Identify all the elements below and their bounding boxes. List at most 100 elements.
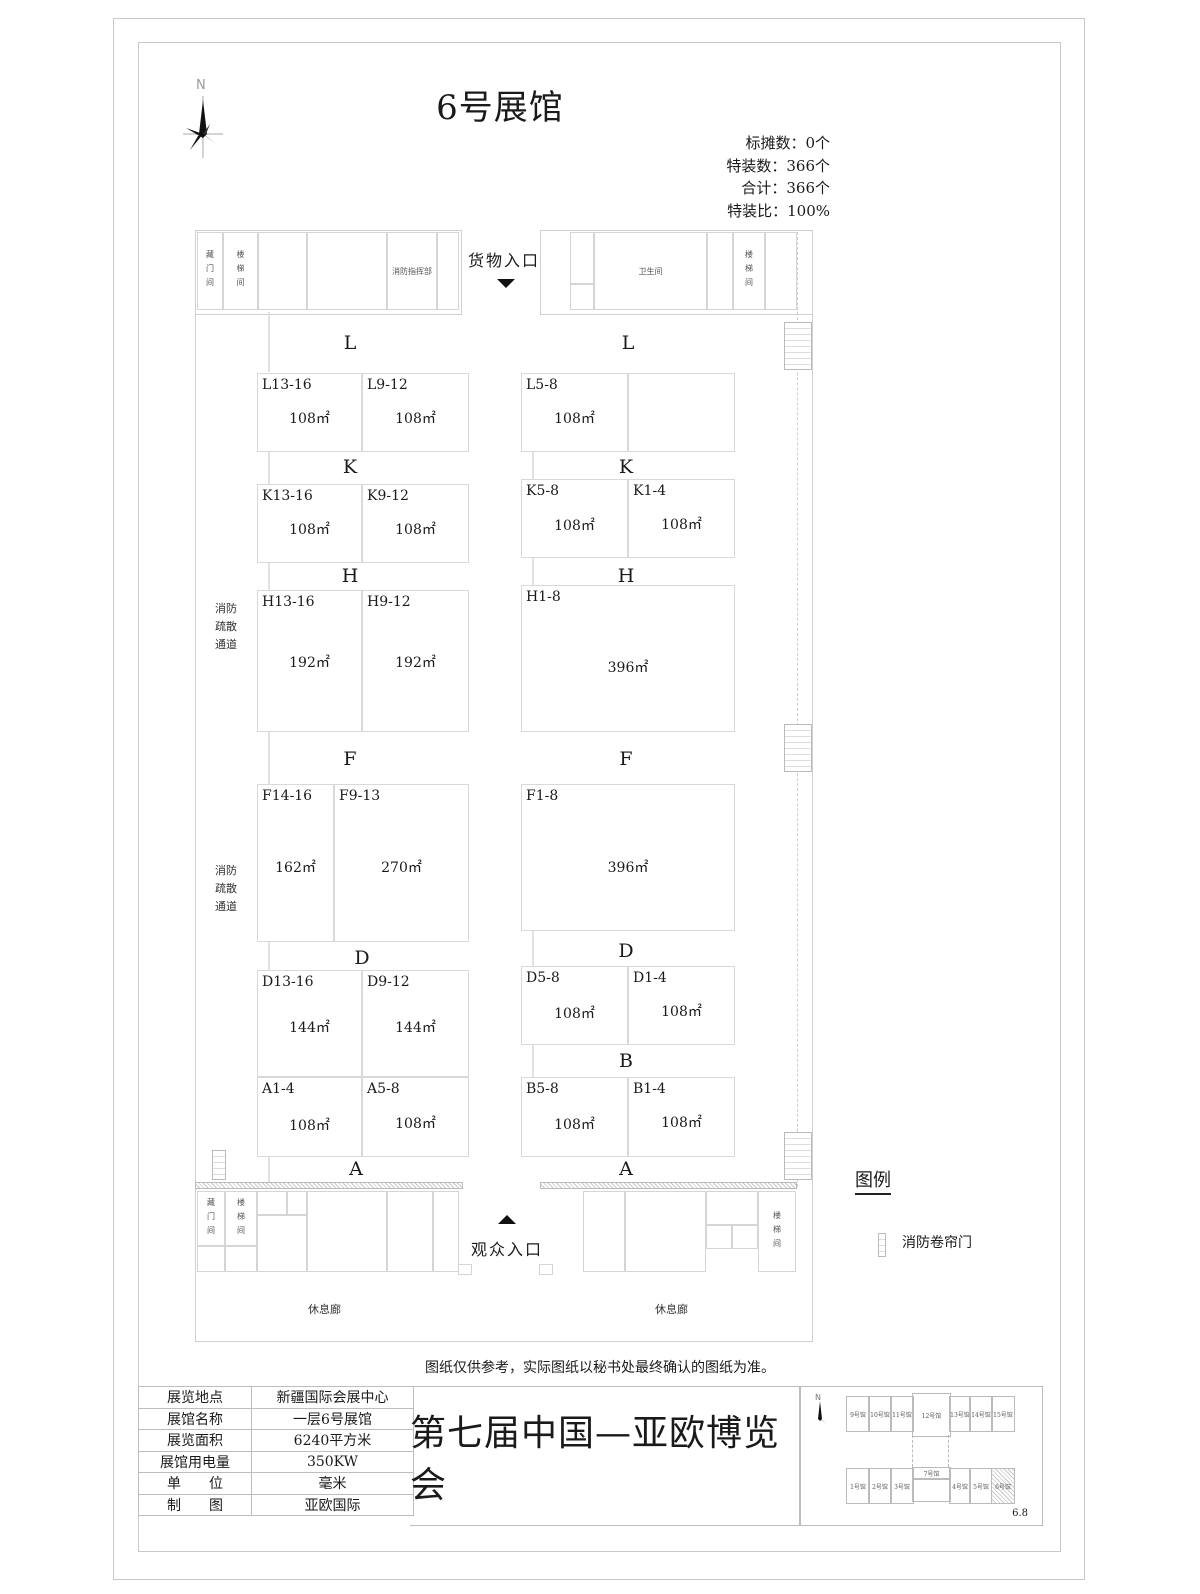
booth-id: K13-16 — [262, 488, 313, 504]
fire-shutter-door-icon[interactable] — [784, 322, 812, 370]
fire-shutter-door-icon[interactable] — [784, 724, 812, 772]
dimension-line — [268, 942, 270, 970]
fire-exit-note: 消防疏散通道 — [215, 864, 237, 913]
booth-id: F1-8 — [526, 788, 559, 804]
room-blank-4 — [707, 232, 733, 310]
booth-area: 108㎡ — [554, 1006, 595, 1022]
room-blank-3 — [437, 232, 459, 310]
minimap-hall-10: 10号馆 — [868, 1396, 892, 1432]
booth[interactable]: A5-8 108㎡ — [362, 1077, 469, 1157]
north-label: N — [196, 78, 206, 93]
booth[interactable]: A1-4 108㎡ — [257, 1077, 362, 1157]
minimap-hall-6-highlight: 6号馆 — [991, 1468, 1015, 1504]
booth[interactable]: D13-16 144㎡ — [257, 970, 362, 1077]
total-booth-count: 合计：366个 — [741, 179, 830, 197]
booth[interactable]: K5-8 108㎡ — [521, 479, 628, 558]
booth-id: L13-16 — [262, 377, 312, 393]
bottom-wall-right — [540, 1182, 797, 1189]
room-bottom-5 — [257, 1215, 307, 1272]
aisle-label-H-right: H — [617, 565, 635, 587]
aisle-label-D-left: D — [354, 947, 370, 969]
table-row: 展览地点新疆国际会展中心 — [138, 1386, 414, 1409]
booth-id: A5-8 — [367, 1081, 400, 1097]
booth[interactable] — [628, 373, 735, 452]
minimap-hall-14: 14号馆 — [969, 1396, 993, 1432]
dimension-line — [268, 452, 270, 484]
column-marker — [458, 1264, 472, 1275]
booth-id: K5-8 — [526, 483, 560, 499]
room-small-1 — [570, 232, 594, 284]
booth[interactable]: F9-13 270㎡ — [334, 784, 469, 942]
booth[interactable]: D9-12 144㎡ — [362, 970, 469, 1077]
dimension-line — [268, 1157, 270, 1185]
booth[interactable]: D1-4 108㎡ — [628, 966, 735, 1045]
fire-exit-note: 消防疏散通道 — [215, 602, 237, 651]
dimension-line — [268, 312, 270, 372]
booth[interactable]: F14-16 162㎡ — [257, 784, 334, 942]
booth[interactable]: B5-8 108㎡ — [521, 1077, 628, 1157]
minimap-connector — [912, 1435, 949, 1467]
booth-id: K1-4 — [633, 483, 667, 499]
minimap-hall-13: 13号馆 — [949, 1396, 971, 1432]
minimap-compass-icon — [814, 1401, 826, 1425]
booth[interactable]: L5-8 108㎡ — [521, 373, 628, 452]
booth[interactable]: L9-12 108㎡ — [362, 373, 469, 452]
top-service-block-right — [540, 230, 813, 315]
minimap-hall-12: 12号馆 — [912, 1393, 951, 1437]
hall-outline — [195, 230, 813, 1342]
booth-id: D13-16 — [262, 974, 314, 990]
aisle-label-F-left: F — [343, 748, 357, 770]
booth[interactable]: K13-16 108㎡ — [257, 484, 362, 563]
room-stairwell: 楼梯间 — [223, 232, 258, 310]
booth-area: 108㎡ — [395, 1116, 436, 1132]
audience-entrance-arrow-icon — [498, 1215, 516, 1224]
cargo-entrance-arrow-icon — [497, 279, 515, 288]
venue-minimap: N 9号馆 10号馆 11号馆 12号馆 13号馆 14号馆 15号馆 1号馆 … — [800, 1386, 1043, 1526]
fire-shutter-door-icon[interactable] — [784, 1132, 812, 1180]
booth[interactable]: B1-4 108㎡ — [628, 1077, 735, 1157]
aisle-label-D-right: D — [618, 940, 634, 962]
bottom-wall-left — [195, 1182, 463, 1189]
fire-shutter-door-icon[interactable] — [212, 1150, 226, 1180]
room-bottom-9 — [583, 1191, 625, 1272]
booth-area: 108㎡ — [554, 518, 595, 534]
standard-booth-count: 标摊数：0个 — [745, 134, 830, 152]
room-blank-1 — [258, 232, 307, 310]
booth-id: F14-16 — [262, 788, 313, 804]
room-small-2 — [570, 284, 594, 310]
booth-area: 144㎡ — [395, 1020, 436, 1036]
aisle-label-F-right: F — [619, 748, 633, 770]
booth[interactable]: H9-12 192㎡ — [362, 590, 469, 732]
booth-area: 108㎡ — [554, 411, 595, 427]
booth-area: 108㎡ — [289, 1118, 330, 1134]
aisle-label-B-right: B — [619, 1050, 633, 1072]
room-bottom-6 — [307, 1191, 387, 1272]
hall-bottom-edge-left — [195, 1341, 463, 1342]
special-ratio: 特装比：100% — [727, 201, 830, 220]
booth[interactable]: K9-12 108㎡ — [362, 484, 469, 563]
room-bottom-13 — [732, 1225, 758, 1249]
minimap-north-label: N — [815, 1393, 821, 1402]
booth[interactable]: L13-16 108㎡ — [257, 373, 362, 452]
booth[interactable]: D5-8 108㎡ — [521, 966, 628, 1045]
table-row: 制 图亚欧国际 — [138, 1493, 414, 1516]
booth[interactable]: H13-16 192㎡ — [257, 590, 362, 732]
column-marker — [539, 1264, 553, 1275]
room-hidden-door-bottom: 藏门间 — [197, 1191, 225, 1246]
dimension-line — [532, 558, 534, 585]
booth[interactable]: H1-8 396㎡ — [521, 585, 735, 732]
table-row: 单 位毫米 — [138, 1472, 414, 1495]
special-booth-count: 特装数：366个 — [726, 156, 830, 175]
booth-id: D9-12 — [367, 974, 410, 990]
room-bottom-small-2 — [225, 1246, 257, 1272]
aisle-label-A-right: A — [619, 1158, 633, 1180]
dimension-line — [532, 931, 534, 966]
minimap-hall-7: 7号馆 — [912, 1467, 951, 1480]
fire-shutter-door-icon — [878, 1233, 886, 1257]
booth-id: D5-8 — [526, 970, 560, 986]
booth[interactable]: F1-8 396㎡ — [521, 784, 735, 931]
booth[interactable]: K1-4 108㎡ — [628, 479, 735, 558]
room-hidden-door: 藏门间 — [197, 232, 223, 310]
booth-id: B1-4 — [633, 1081, 666, 1097]
